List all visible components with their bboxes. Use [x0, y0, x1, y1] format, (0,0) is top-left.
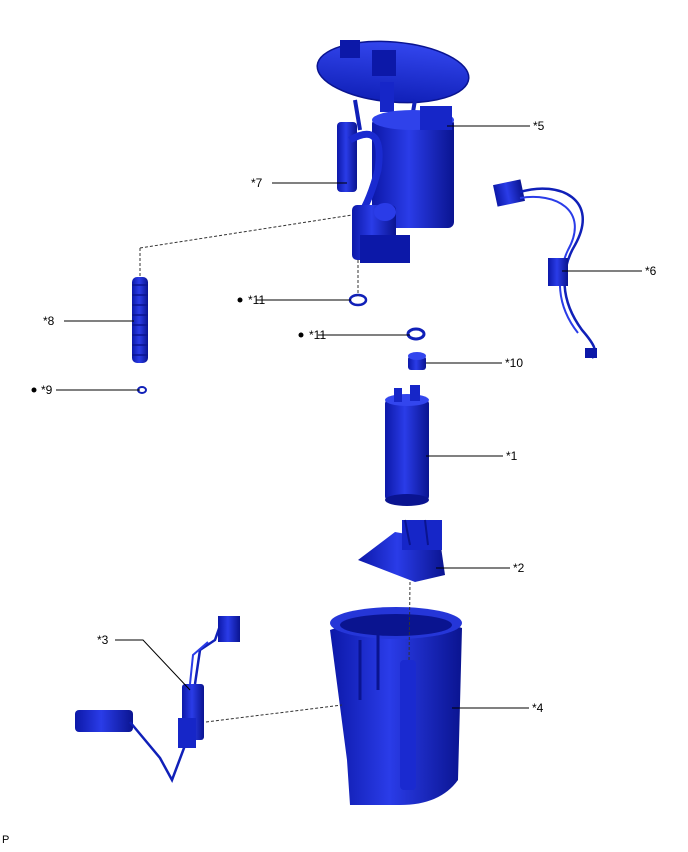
o-ring-lower [406, 327, 426, 341]
fuel-reservoir-cup [330, 607, 462, 805]
pump-bracket [358, 519, 445, 582]
callout-7: *7 [251, 176, 263, 190]
fuel-pump-top-assembly [316, 40, 470, 263]
callout-5: *5 [533, 119, 545, 133]
figure-code: P [2, 834, 10, 846]
wire-harness [493, 179, 597, 359]
alignment-lines [139, 214, 411, 723]
spring-filter [132, 277, 148, 363]
fuel-pump-motor [385, 385, 429, 506]
leader-lines [56, 125, 642, 709]
callout-6: *6 [645, 264, 657, 278]
fuel-sender-gauge [75, 616, 240, 783]
callout-2: *2 [513, 561, 525, 575]
bullet-dots [31, 297, 304, 393]
cushion-cap [408, 352, 426, 370]
callout-11-lower: *11 [309, 328, 326, 342]
callout-4: *4 [532, 701, 544, 715]
callout-8: *8 [43, 314, 55, 328]
callout-9: *9 [41, 383, 53, 397]
o-ring-upper [348, 293, 368, 307]
callout-1: *1 [506, 449, 518, 463]
callout-10: *10 [505, 356, 523, 370]
callout-11-upper: *11 [248, 293, 265, 307]
callout-3: *3 [97, 633, 109, 647]
